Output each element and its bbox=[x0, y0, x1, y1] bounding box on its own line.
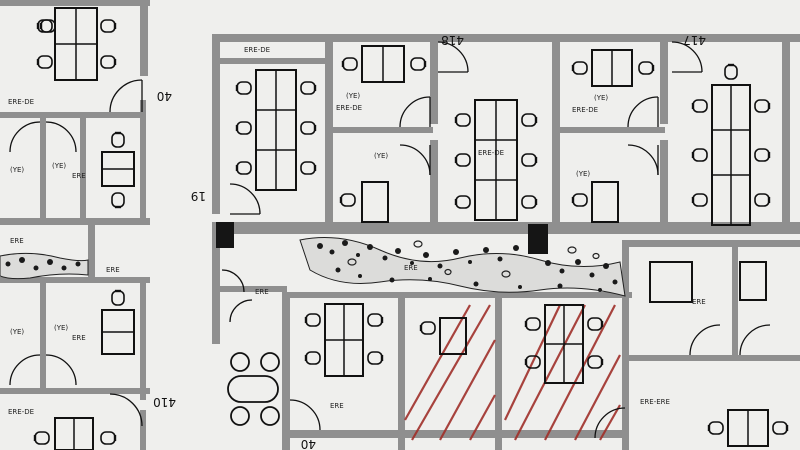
svg-text:ERE: ERE bbox=[72, 334, 86, 342]
room-label-f: (YE) bbox=[576, 170, 590, 178]
svg-text:ERE-ERE: ERE-ERE bbox=[640, 398, 670, 406]
svg-text:ERE: ERE bbox=[106, 266, 120, 274]
room-number-417: 417 bbox=[683, 33, 706, 47]
column-left bbox=[216, 222, 234, 248]
svg-text:ERE-DE: ERE-DE bbox=[8, 98, 34, 106]
door-swings bbox=[9, 41, 771, 439]
svg-text:ERE: ERE bbox=[404, 264, 418, 272]
svg-text:ERE: ERE bbox=[72, 172, 86, 180]
svg-text:ERE: ERE bbox=[330, 402, 344, 410]
svg-text:ERE-DE: ERE-DE bbox=[244, 46, 270, 54]
room-number-40-bottom: 40 bbox=[301, 437, 316, 450]
desk-cluster-hatched-room bbox=[524, 304, 604, 384]
desk-cluster-lower-center bbox=[304, 303, 384, 377]
svg-text:ERE-DE: ERE-DE bbox=[478, 149, 504, 157]
svg-text:ERE: ERE bbox=[692, 298, 706, 306]
room-numbers: 418 417 40 19 410 40 bbox=[153, 33, 706, 450]
desk-cluster-room-a bbox=[235, 69, 317, 191]
desk-cluster-top-left bbox=[36, 7, 117, 81]
svg-text:ERE-DE: ERE-DE bbox=[336, 104, 362, 112]
svg-text:ERE: ERE bbox=[10, 237, 24, 245]
svg-text:ERE-DE: ERE-DE bbox=[8, 408, 34, 416]
corridor-pebble-garden bbox=[299, 237, 626, 297]
room-label-h: (YE) bbox=[54, 324, 68, 332]
svg-text:ERE: ERE bbox=[255, 288, 269, 296]
hatched-area bbox=[404, 304, 621, 441]
column-right bbox=[528, 224, 548, 254]
room-label-d: (YE) bbox=[374, 152, 388, 160]
room-number-40: 40 bbox=[157, 89, 172, 103]
room-label-b: (YE) bbox=[52, 162, 66, 170]
desk-cluster-room-417 bbox=[691, 63, 771, 226]
small-office-desks bbox=[54, 45, 769, 450]
room-label-e: (YE) bbox=[594, 94, 608, 102]
room-number-418: 418 bbox=[441, 33, 464, 47]
room-label-c: (YE) bbox=[346, 92, 360, 100]
lounge-round-seats bbox=[227, 352, 280, 426]
plan-annotations: ERE-DE ERE ERE ERE-DE ERE-DE ERE-DE ERE-… bbox=[8, 46, 706, 416]
room-number-19: 19 bbox=[191, 189, 206, 203]
left-pebble-strip bbox=[0, 252, 89, 280]
room-label-a: (YE) bbox=[10, 166, 24, 174]
room-label-g: (YE) bbox=[10, 328, 24, 336]
svg-text:ERE-DE: ERE-DE bbox=[572, 106, 598, 114]
desk-cluster-room-418 bbox=[454, 99, 538, 221]
room-number-410: 410 bbox=[153, 395, 176, 409]
room-labels: (YE) (YE) (YE) (YE) (YE) (YE) (YE) (YE) bbox=[10, 92, 608, 336]
